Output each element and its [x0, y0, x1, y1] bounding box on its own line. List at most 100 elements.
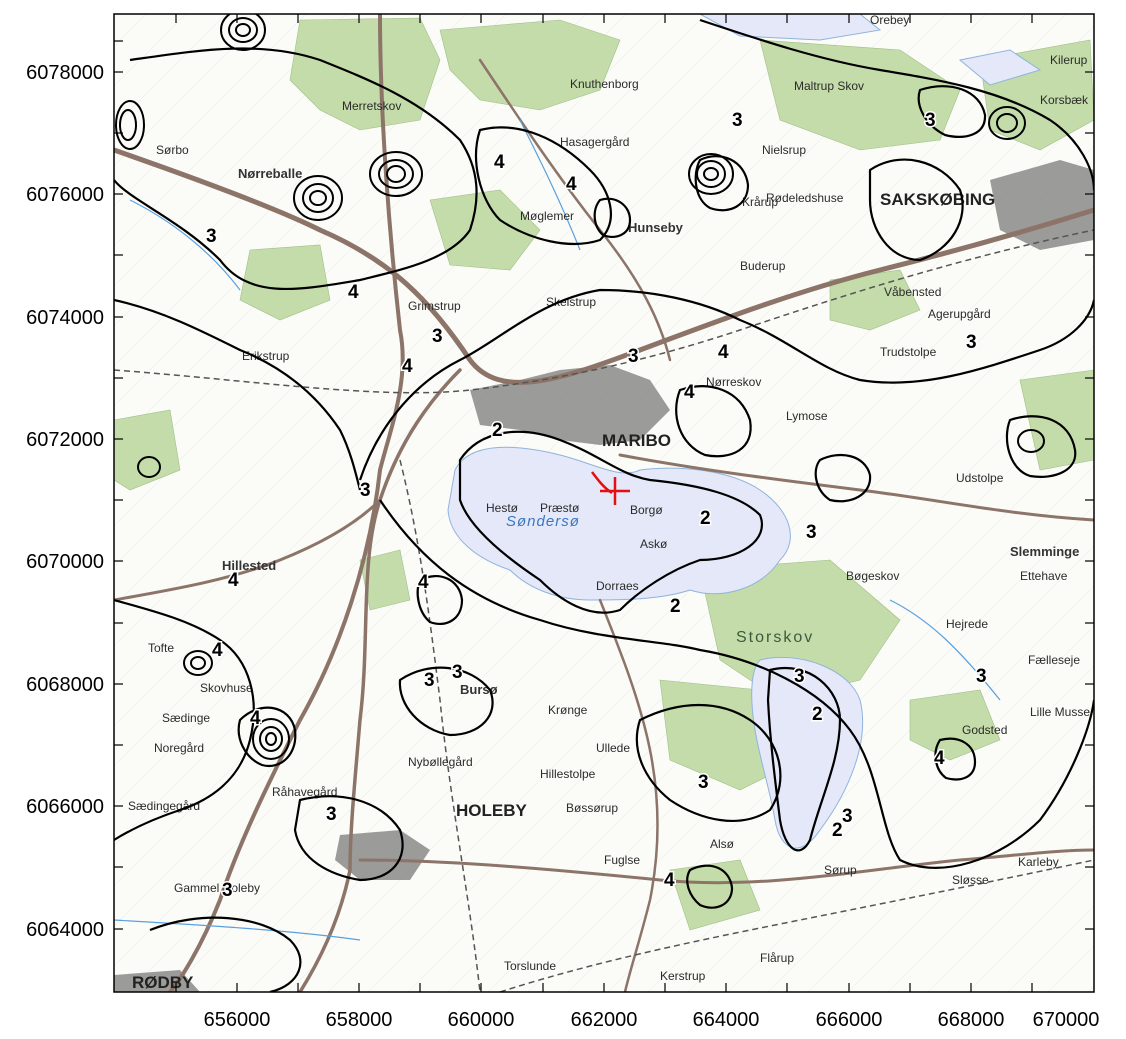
- road-e47: [114, 147, 1094, 385]
- y-tick-label: 6078000: [26, 62, 104, 84]
- y-tick-label: 6074000: [26, 307, 104, 329]
- contour-label-2: 2: [812, 704, 823, 725]
- forest-north-centre: [429, 189, 541, 271]
- label-kilerup: Kilerup: [1050, 53, 1088, 67]
- label-ullede: Ullede: [596, 741, 630, 755]
- forest-godsted: [909, 689, 1001, 761]
- contour-label-3: 3: [222, 880, 233, 901]
- contour-3-main: [358, 288, 1094, 481]
- contour-3-ne: [699, 18, 1094, 191]
- stream-1: [129, 199, 241, 291]
- label-orebey: Orebey: [870, 13, 909, 27]
- contour-label-4: 4: [250, 708, 261, 729]
- label-grimstrup: Grimstrup: [408, 299, 461, 313]
- lake-kragevig: [699, 14, 882, 41]
- rail-east-west: [114, 229, 1094, 394]
- label-nybollegard: Nybøllegård: [408, 755, 473, 769]
- map-plot-area: MARIBO HOLEBY SAKSKØBING Slemminge RØDBY…: [114, 13, 1094, 992]
- label-florup: Flårup: [760, 951, 794, 965]
- label-bogeskov: Bøgeskov: [846, 569, 899, 583]
- peak-west-mid: [137, 456, 161, 478]
- label-erikstrup: Erikstrup: [242, 349, 290, 363]
- label-storskov: Storskov: [736, 629, 814, 646]
- label-hillested: Hillested: [222, 558, 276, 573]
- label-sondersø: Søndersø: [506, 513, 580, 530]
- y-tick-label: 6068000: [26, 674, 104, 696]
- contour-3-se: [635, 704, 782, 822]
- label-sakskobing: SAKSKØBING: [880, 190, 995, 209]
- contour-label-3: 3: [794, 666, 805, 687]
- contour-4-burso: [416, 575, 464, 626]
- contour-value-labels: 2 2 2 2 2 3 3 3 3 3 3 3 3 3 3 3 3 3 3 3 …: [205, 109, 989, 903]
- contour-label-2: 2: [832, 820, 843, 841]
- forest-storskov: [699, 559, 901, 701]
- stream-3: [889, 599, 1001, 701]
- peak-harlok: [220, 14, 266, 51]
- label-norreballe: Nørreballe: [238, 166, 302, 181]
- label-norreskov: Nørreskov: [706, 375, 761, 389]
- peak-krarup: [688, 153, 734, 195]
- road-south-a: [598, 598, 659, 992]
- label-torslunde: Torslunde: [504, 959, 556, 973]
- lake-sondersø: [447, 446, 791, 601]
- x-tick-label: 664000: [693, 1009, 760, 1031]
- contour-label-4: 4: [664, 870, 675, 891]
- x-tick-label: 658000: [326, 1009, 393, 1031]
- label-skelstrup: Skelstrup: [546, 295, 596, 309]
- forest-west: [114, 409, 181, 491]
- contour-3-udstolpe: [814, 453, 872, 503]
- contour-label-3: 3: [698, 772, 709, 793]
- place-labels: MARIBO HOLEBY SAKSKØBING Slemminge RØDBY…: [128, 13, 1090, 992]
- contour-label-4: 4: [402, 356, 413, 377]
- label-also: Alsø: [710, 837, 735, 851]
- label-lymose: Lymose: [786, 409, 828, 423]
- x-tick-label: 668000: [938, 1009, 1005, 1031]
- label-karleby: Karleby: [1018, 855, 1059, 869]
- road-main-ns: [168, 14, 405, 992]
- label-moglemer: Møglemer: [520, 209, 574, 223]
- peak-merretskov: [369, 151, 423, 197]
- y-tick-label: 6064000: [26, 919, 104, 941]
- contour-4-fuglse: [686, 864, 734, 909]
- contour-label-4: 4: [718, 342, 729, 363]
- town-rodby: [114, 970, 200, 992]
- contour-label-2: 2: [670, 596, 681, 617]
- forest-maltrup: [759, 39, 961, 151]
- label-hillestolpe: Hillestolpe: [540, 767, 596, 781]
- y-tick-label: 6070000: [26, 551, 104, 573]
- roads: [114, 14, 1094, 992]
- contour-4-se: [934, 737, 977, 781]
- x-tick-label: 662000: [571, 1009, 638, 1031]
- label-sadinge: Sædinge: [162, 711, 210, 725]
- town-holeby: [335, 830, 430, 880]
- label-borgo: Borgø: [630, 503, 663, 517]
- streams: [114, 119, 1001, 941]
- lakes: [447, 14, 1042, 849]
- contour-3-ne-town: [917, 85, 987, 138]
- contour-label-3: 3: [842, 806, 853, 827]
- road-153: [298, 368, 462, 992]
- x-tick-label: 656000: [204, 1009, 271, 1031]
- label-lille-musse: Lille Musse: [1030, 705, 1090, 719]
- contour-label-4: 4: [566, 174, 577, 195]
- peak-sadinge: [252, 718, 290, 760]
- forest-slemminge: [1019, 369, 1094, 471]
- label-kerstrup: Kerstrup: [660, 969, 706, 983]
- contour-3-slemminge: [1005, 415, 1077, 478]
- town-maribo: [470, 365, 670, 445]
- contour-3-west: [114, 298, 362, 491]
- railways: [114, 229, 1094, 992]
- contour-label-3: 3: [206, 226, 217, 247]
- label-buderup: Buderup: [740, 259, 786, 273]
- contour-label-3: 3: [966, 332, 977, 353]
- stream-4: [114, 919, 361, 941]
- label-sorup: Sørup: [824, 863, 857, 877]
- contour-label-4: 4: [934, 748, 945, 769]
- contour-label-2: 2: [700, 508, 711, 529]
- label-bossorup: Bøssørup: [566, 801, 618, 815]
- concentration-contours: [114, 18, 1094, 992]
- label-slemminge: Slemminge: [1010, 544, 1079, 559]
- label-hejrede: Hejrede: [946, 617, 988, 631]
- y-tick-label: 6076000: [26, 184, 104, 206]
